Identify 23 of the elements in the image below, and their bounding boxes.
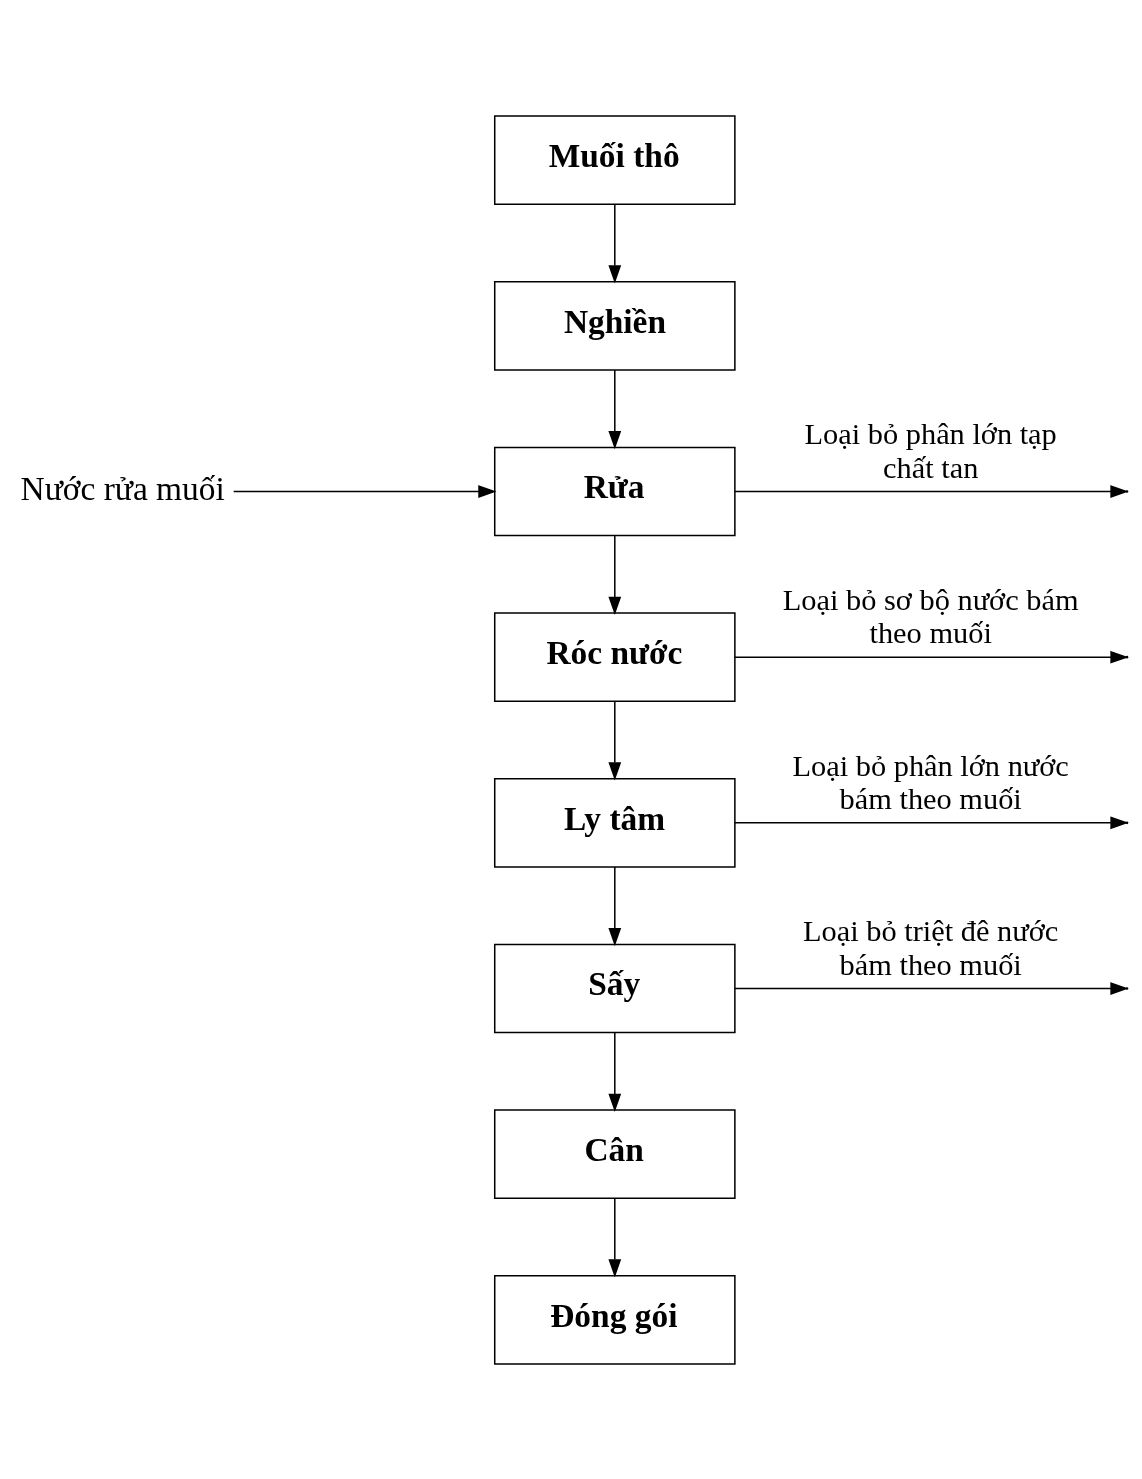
node-box: Nghiền	[493, 280, 736, 371]
arrow	[734, 981, 1129, 995]
arrow	[608, 700, 622, 781]
node-box: Ly tâm	[493, 777, 736, 868]
node-box: Cân	[493, 1108, 736, 1199]
node-box: Muối thô	[493, 114, 736, 205]
edge-label: Loại bỏ triệt đê nước bám theo muối	[803, 913, 1059, 982]
arrow	[608, 368, 622, 449]
arrow	[608, 1031, 622, 1112]
arrow	[734, 484, 1129, 498]
node-box: Sấy	[493, 943, 736, 1033]
edge-label: Loại bỏ phân lớn nước bám theo muối	[792, 748, 1069, 816]
arrow	[232, 484, 497, 498]
arrow	[608, 1197, 622, 1278]
node-box: Rửa	[493, 446, 736, 536]
node-box: Róc nước	[493, 611, 736, 702]
arrow	[608, 534, 622, 615]
edge-label: Loại bỏ sơ bộ nước bám theo muối	[782, 582, 1079, 650]
node-box: Đóng gói	[493, 1274, 736, 1365]
arrow	[608, 203, 622, 284]
arrow	[608, 865, 622, 946]
node-text: Nước rửa muối	[20, 469, 225, 507]
edge-label: Loại bỏ phân lớn tạp chất tan	[804, 416, 1057, 485]
